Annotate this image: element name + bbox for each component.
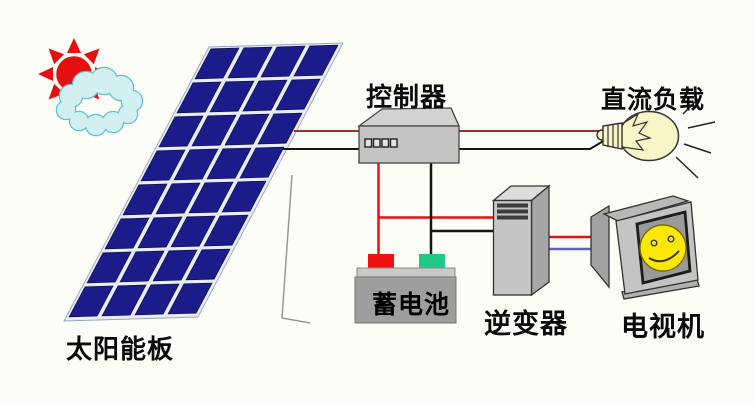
inverter bbox=[491, 184, 551, 297]
wire-battery-positive bbox=[377, 161, 494, 256]
battery-label: 蓄电池 bbox=[372, 291, 451, 319]
inverter-vents bbox=[497, 203, 528, 220]
wire-battery-negative bbox=[429, 161, 494, 256]
dc-load-label: 直流负载 bbox=[601, 86, 706, 114]
tv-label: 电视机 bbox=[621, 312, 705, 342]
bulb-filament bbox=[621, 112, 652, 151]
controller-box bbox=[357, 107, 461, 164]
bulb-base bbox=[596, 122, 623, 150]
smiley-face-icon bbox=[639, 224, 687, 272]
inverter-label: 逆变器 bbox=[484, 309, 568, 339]
controller-vents bbox=[364, 138, 398, 148]
bulb-rays bbox=[675, 98, 716, 179]
panel-support-leg bbox=[281, 174, 311, 324]
solar-panel bbox=[63, 42, 344, 322]
battery bbox=[354, 254, 457, 324]
battery-positive-terminal bbox=[368, 254, 394, 270]
light-bulb-icon bbox=[596, 98, 716, 179]
controller-label: 控制器 bbox=[366, 82, 448, 112]
battery-negative-terminal bbox=[419, 254, 445, 270]
solar-panel-label: 太阳能板 bbox=[66, 334, 175, 364]
tv bbox=[590, 195, 700, 300]
